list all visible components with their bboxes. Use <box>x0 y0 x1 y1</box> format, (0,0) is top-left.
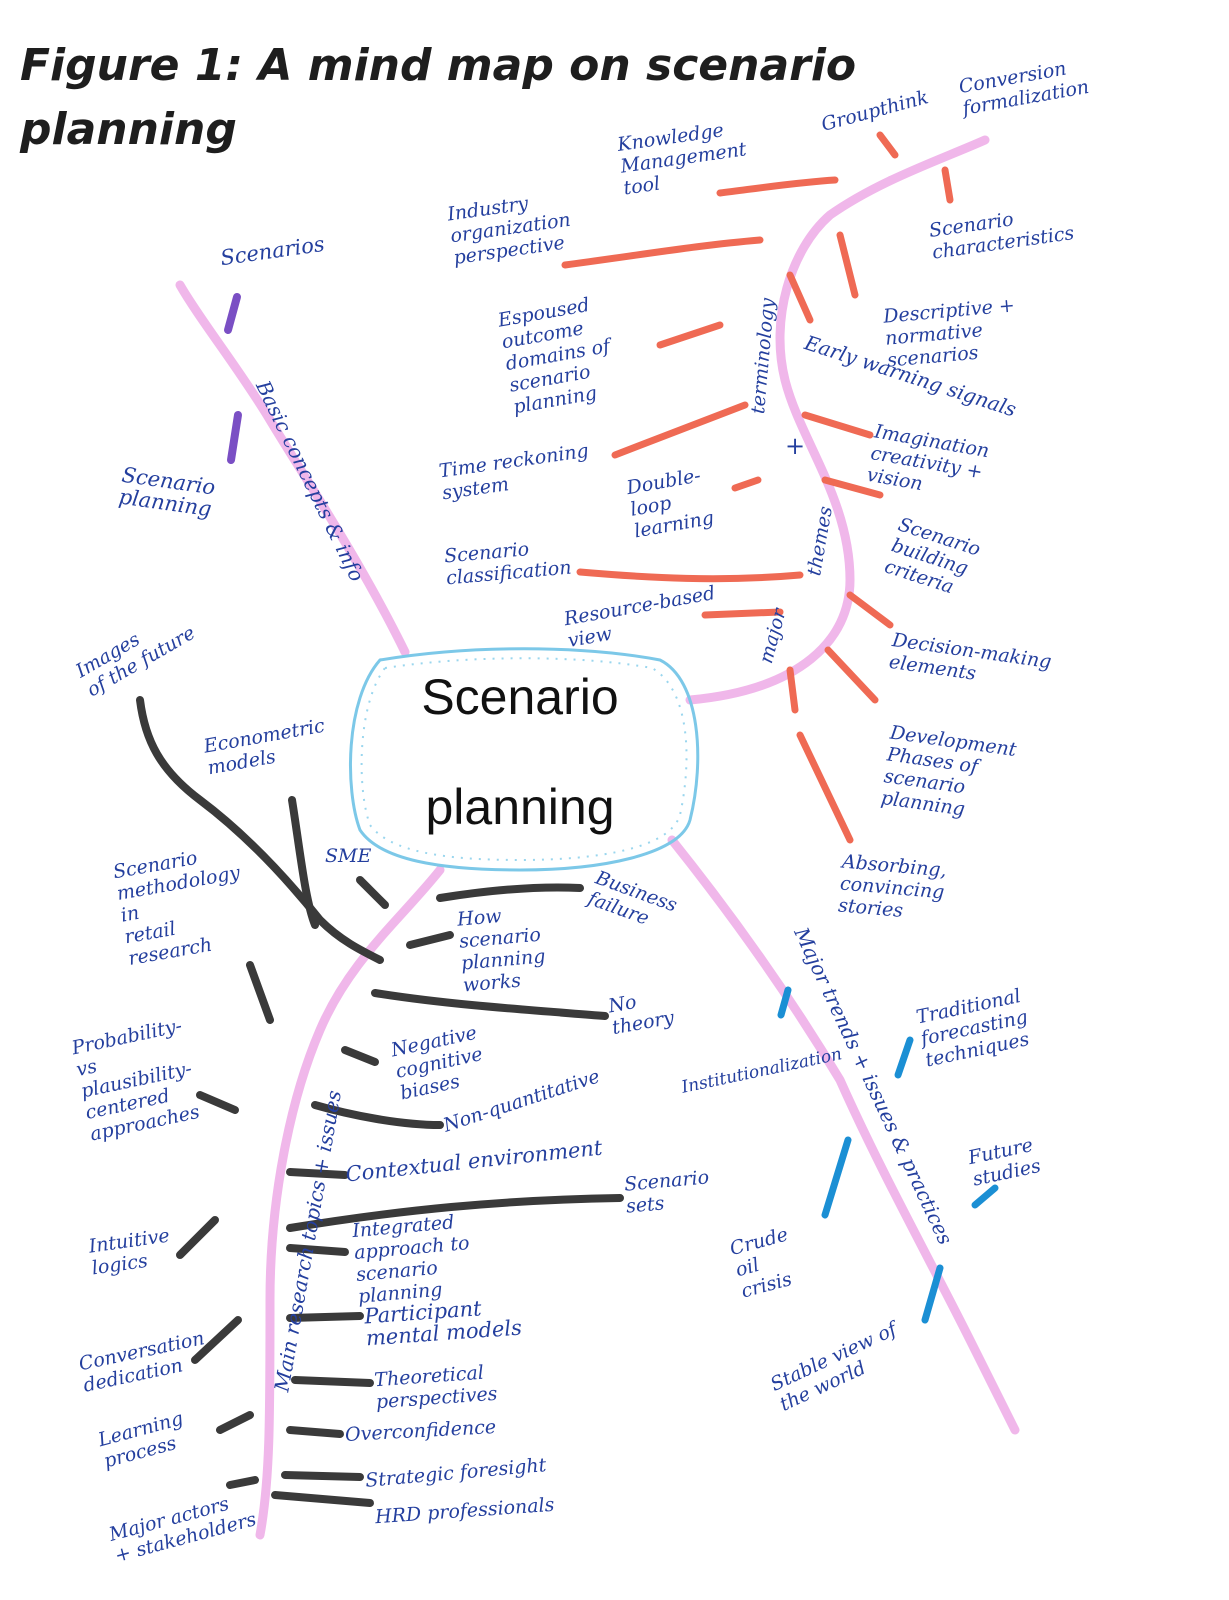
tick-econometric <box>288 796 319 929</box>
node-double-loop-learning: Double- loop learning <box>624 464 716 543</box>
node-absorbing-convincing-stories: Absorbing, convincing stories <box>837 850 948 922</box>
tick-learning <box>216 1411 254 1434</box>
tick-time-reckoning <box>611 401 749 459</box>
branch-line-themes <box>685 135 990 705</box>
tick-crude-oil <box>821 1136 852 1219</box>
tick-double-loop <box>731 476 762 492</box>
tick-development-phases <box>786 666 799 714</box>
branch-lines <box>175 135 1020 1540</box>
basic-ticks <box>224 293 242 464</box>
tick-future-studies <box>971 1184 999 1209</box>
tick-business-failure <box>436 883 584 902</box>
tick-scenario-building <box>846 591 894 629</box>
tick-industry-organization <box>561 236 764 269</box>
tick-how-scenario <box>406 931 454 949</box>
tick-conversion <box>941 166 954 204</box>
tick-hrd <box>271 1491 374 1507</box>
tick-descriptive <box>786 271 814 324</box>
tick-non-quantitative <box>311 1101 444 1129</box>
tick-stable-view <box>921 1264 944 1324</box>
tick-knowledge-management <box>716 176 839 197</box>
tick-negative-cognitive <box>341 1046 379 1066</box>
central-node-border <box>349 647 700 872</box>
tick-resource-based <box>701 608 784 619</box>
branch-line-basic-concepts <box>175 280 410 657</box>
node-sme: SME <box>325 845 372 867</box>
tick-integrated <box>286 1244 349 1256</box>
tick-scenario-characteristics <box>836 231 859 299</box>
tick-scenarios <box>224 293 241 334</box>
branch-line-research <box>255 865 445 1540</box>
node-theoretical-perspectives: Theoretical perspectives <box>373 1361 499 1414</box>
tick-overconfidence <box>286 1426 344 1438</box>
node-how-scenario-planning-works: How scenario planning works <box>456 904 547 997</box>
themes-ticks <box>561 131 954 844</box>
tick-theoretical <box>291 1376 374 1387</box>
tick-scenario-classification <box>576 568 804 583</box>
node-probability-vs-plausibility: Probability- vs plausibility- centered a… <box>69 1014 202 1146</box>
tick-strategic-foresight <box>281 1471 364 1481</box>
tick-major-actors <box>226 1476 259 1489</box>
central-topic-line2: planning <box>425 779 615 835</box>
tick-scenario-planning <box>227 411 242 464</box>
tick-images-of-future <box>136 696 384 964</box>
node-espoused-outcome-domains: Espoused outcome domains of scenario pla… <box>496 293 612 419</box>
tick-sme <box>356 876 389 909</box>
tick-scenario-sets <box>286 1194 624 1232</box>
tick-absorbing <box>796 731 854 844</box>
central-topic-line1: Scenario <box>421 669 619 725</box>
tick-contextual <box>286 1168 349 1179</box>
node-integrated-approach: Integrated approach to scenario planning <box>351 1211 471 1308</box>
central-node <box>349 647 700 872</box>
tick-intuitive <box>176 1216 219 1259</box>
tick-decision-making <box>824 646 879 704</box>
branch-line-trends <box>667 835 1020 1435</box>
figure-title: Figure 1: A mind map on scenario plannin… <box>20 40 857 155</box>
node-scenario-methodology-retail: Scenario methodology in retail research <box>111 846 242 970</box>
tick-participant <box>286 1312 364 1322</box>
tick-early-warning <box>801 411 874 439</box>
tick-espoused <box>656 321 724 349</box>
node-scenario-sets: Scenario sets <box>623 1166 710 1218</box>
tick-probability <box>196 1091 239 1114</box>
research-ticks <box>136 696 624 1507</box>
trends-ticks <box>777 986 999 1324</box>
tick-scenario-methodology <box>246 961 274 1024</box>
node-development-phases: Development Phases of scenario planning <box>879 721 1018 821</box>
tick-traditional-forecasting <box>894 1036 914 1079</box>
tick-conversation <box>191 1316 242 1364</box>
tick-groupthink <box>876 131 899 159</box>
tick-institutionalization <box>777 986 792 1019</box>
tick-imagination <box>821 476 884 499</box>
tick-no-theory <box>371 989 609 1020</box>
branch-label-plus: + <box>785 432 806 460</box>
